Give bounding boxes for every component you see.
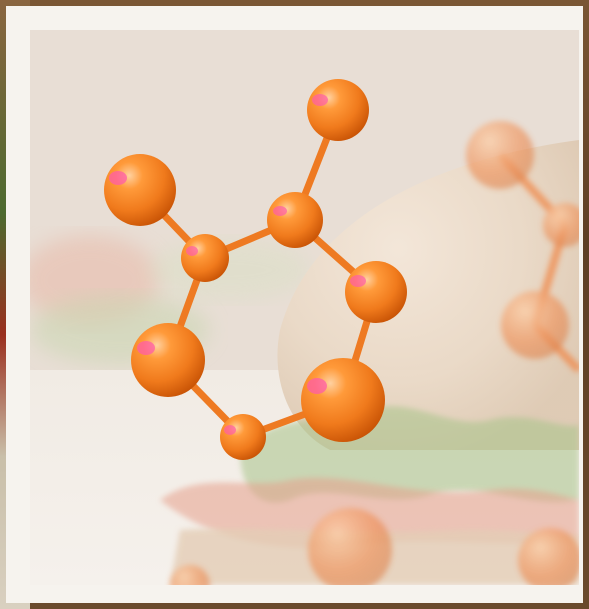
atom [220, 414, 266, 460]
atom [301, 358, 385, 442]
atom [131, 323, 205, 397]
background-molecule [170, 121, 579, 585]
photo-illustration [30, 30, 579, 585]
bg-atom [543, 203, 579, 247]
atom [104, 154, 176, 226]
atom [307, 79, 369, 141]
bg-atom [466, 121, 534, 189]
bg-atom [518, 528, 579, 585]
molecule-burger-photo [30, 30, 579, 585]
atom [345, 261, 407, 323]
atom [181, 234, 229, 282]
foreground-molecule [104, 79, 407, 460]
bg-atom [501, 291, 569, 359]
bg-atom [170, 565, 210, 585]
bg-atom [308, 508, 392, 585]
atom [267, 192, 323, 248]
